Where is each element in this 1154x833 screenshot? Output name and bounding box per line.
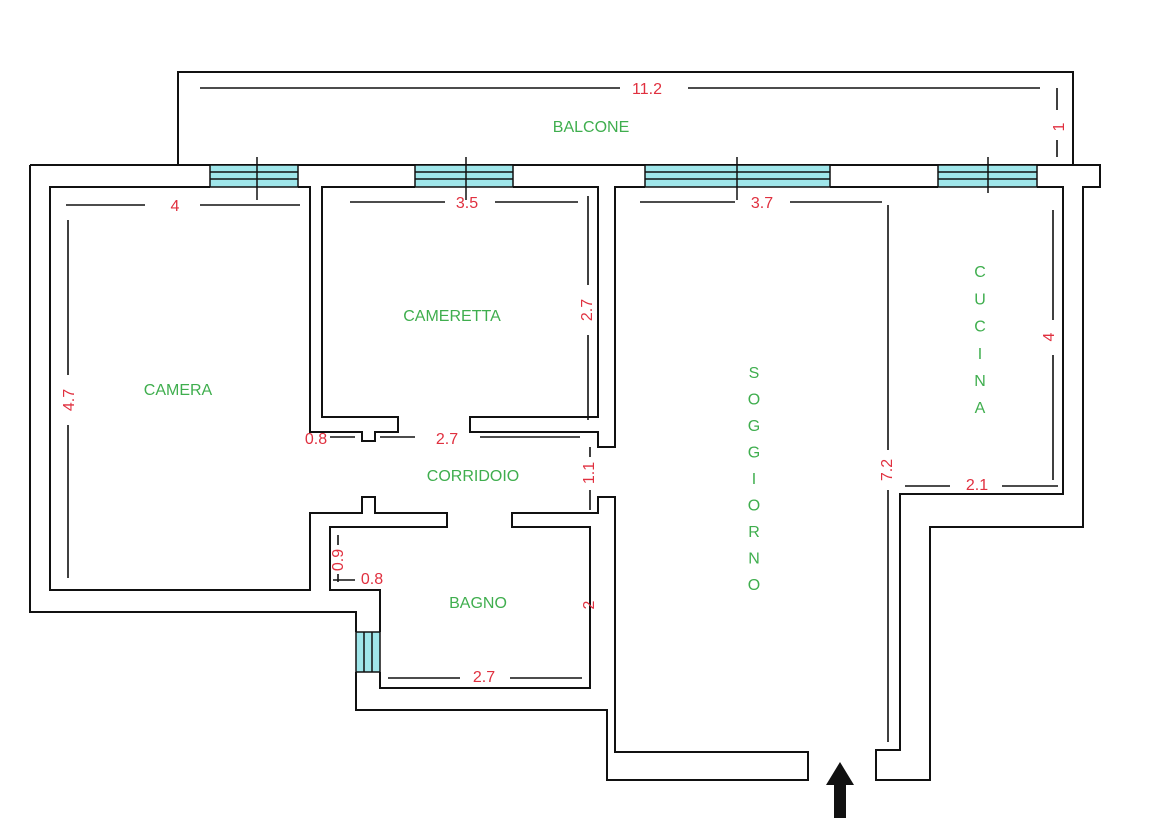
dim-corridoio-length: 2.7: [436, 431, 458, 448]
balcony-railing: [177, 71, 1074, 165]
dim-corridoio-niche: 0.8: [305, 431, 327, 448]
entrance-arrow-icon: [826, 762, 854, 818]
dimension-lines: [66, 87, 1058, 742]
dim-bagno-length: 2: [581, 600, 598, 609]
dim-cucina-length: 4: [1041, 332, 1058, 341]
window-bagno: [355, 631, 381, 673]
dim-camera-length: 4.7: [61, 389, 78, 411]
room-label-letter: G: [748, 445, 760, 462]
room-label-cameretta: CAMERETTA: [403, 308, 501, 325]
room-label-letter: O: [748, 577, 760, 594]
dim-balcone-length: 11.2: [632, 81, 662, 98]
outer-wall: [30, 164, 1101, 781]
room-label-letter: I: [978, 346, 982, 363]
window-soggiorno: [644, 157, 831, 200]
room-label-bagno: BAGNO: [449, 595, 507, 612]
room-label-letter: G: [748, 418, 760, 435]
dim-soggiorno-width: 3.7: [751, 195, 773, 212]
windows: [209, 157, 1038, 673]
room-label-balcone: BALCONE: [553, 119, 629, 136]
camera-cameretta-wall: [298, 186, 415, 442]
dim-bagno-width: 2.7: [473, 669, 495, 686]
dim-bagno-niche-width: 0.8: [361, 571, 383, 588]
dim-cucina-width: 2.1: [966, 477, 988, 494]
dim-balcone-depth: 1: [1051, 122, 1068, 131]
window-cameretta: [414, 157, 514, 200]
room-label-corridoio: CORRIDOIO: [427, 468, 519, 485]
window-cucina: [937, 157, 1038, 193]
walls: [29, 71, 1101, 781]
room-label-letter: O: [748, 392, 760, 409]
outer-wall-left: [29, 165, 809, 781]
dim-cameretta-length: 2.7: [579, 299, 596, 321]
dim-corridoio-width: 1.1: [581, 462, 598, 484]
room-label-letter: C: [974, 264, 986, 281]
room-label-letter: I: [752, 471, 756, 488]
dim-soggiorno-length: 7.2: [879, 459, 896, 481]
dim-bagno-niche-depth: 0.9: [330, 549, 347, 571]
dim-cameretta-width: 3.5: [456, 195, 478, 212]
room-label-letter: O: [748, 498, 760, 515]
room-label-letter: C: [974, 319, 986, 336]
room-label-letter: N: [748, 551, 760, 568]
room-label-letter: U: [974, 291, 986, 308]
room-label-camera: CAMERA: [144, 382, 213, 399]
cameretta-soggiorno-wall: [469, 186, 645, 448]
room-label-letter: N: [974, 373, 986, 390]
dim-camera-width: 4: [171, 198, 180, 215]
room-label-letter: R: [748, 524, 760, 541]
window-camera: [209, 157, 299, 200]
room-label-letter: A: [975, 400, 986, 417]
room-label-letter: S: [749, 365, 760, 382]
